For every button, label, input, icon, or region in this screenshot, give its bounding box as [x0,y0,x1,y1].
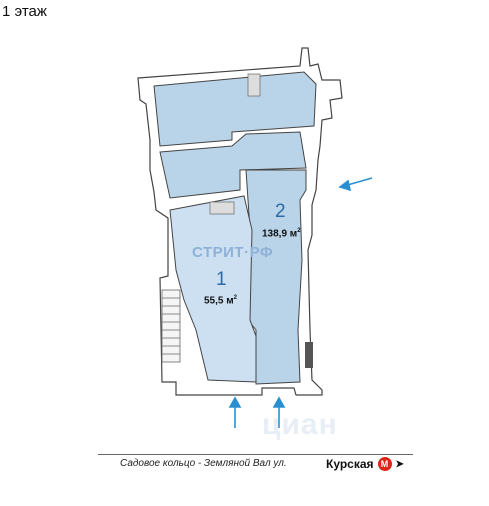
room-2-area-label: 138,9 м2 [262,228,301,240]
entrance-arrow-icon [228,396,242,428]
room-1-area [169,195,257,383]
staircase [161,289,181,363]
metro-station-name: Курская [326,457,374,471]
fixture-room1 [209,201,235,215]
room-2-number: 2 [275,201,286,222]
room-1-area-label: 55,5 м2 [204,295,237,307]
street-divider [98,454,413,455]
room-1-number: 1 [216,269,227,290]
fixture-top [247,73,261,97]
metro-logo-icon: М [377,457,392,471]
street-name: Садовое кольцо - Земляной Вал ул. [120,458,287,469]
top-room [153,71,317,147]
cian-watermark: циан [262,408,338,441]
strit-watermark: СТРИТ·РФ [192,244,274,261]
direction-arrow-icon: ➤ [395,458,404,470]
entrance-arrow-icon [272,396,286,428]
dark-pillar [305,342,313,368]
middle-room [159,131,307,199]
floor-label: 1 этаж [2,3,47,20]
entrance-arrow-icon [338,177,373,192]
metro-station: Курская М ➤ [326,457,404,471]
building-walls [137,47,343,396]
